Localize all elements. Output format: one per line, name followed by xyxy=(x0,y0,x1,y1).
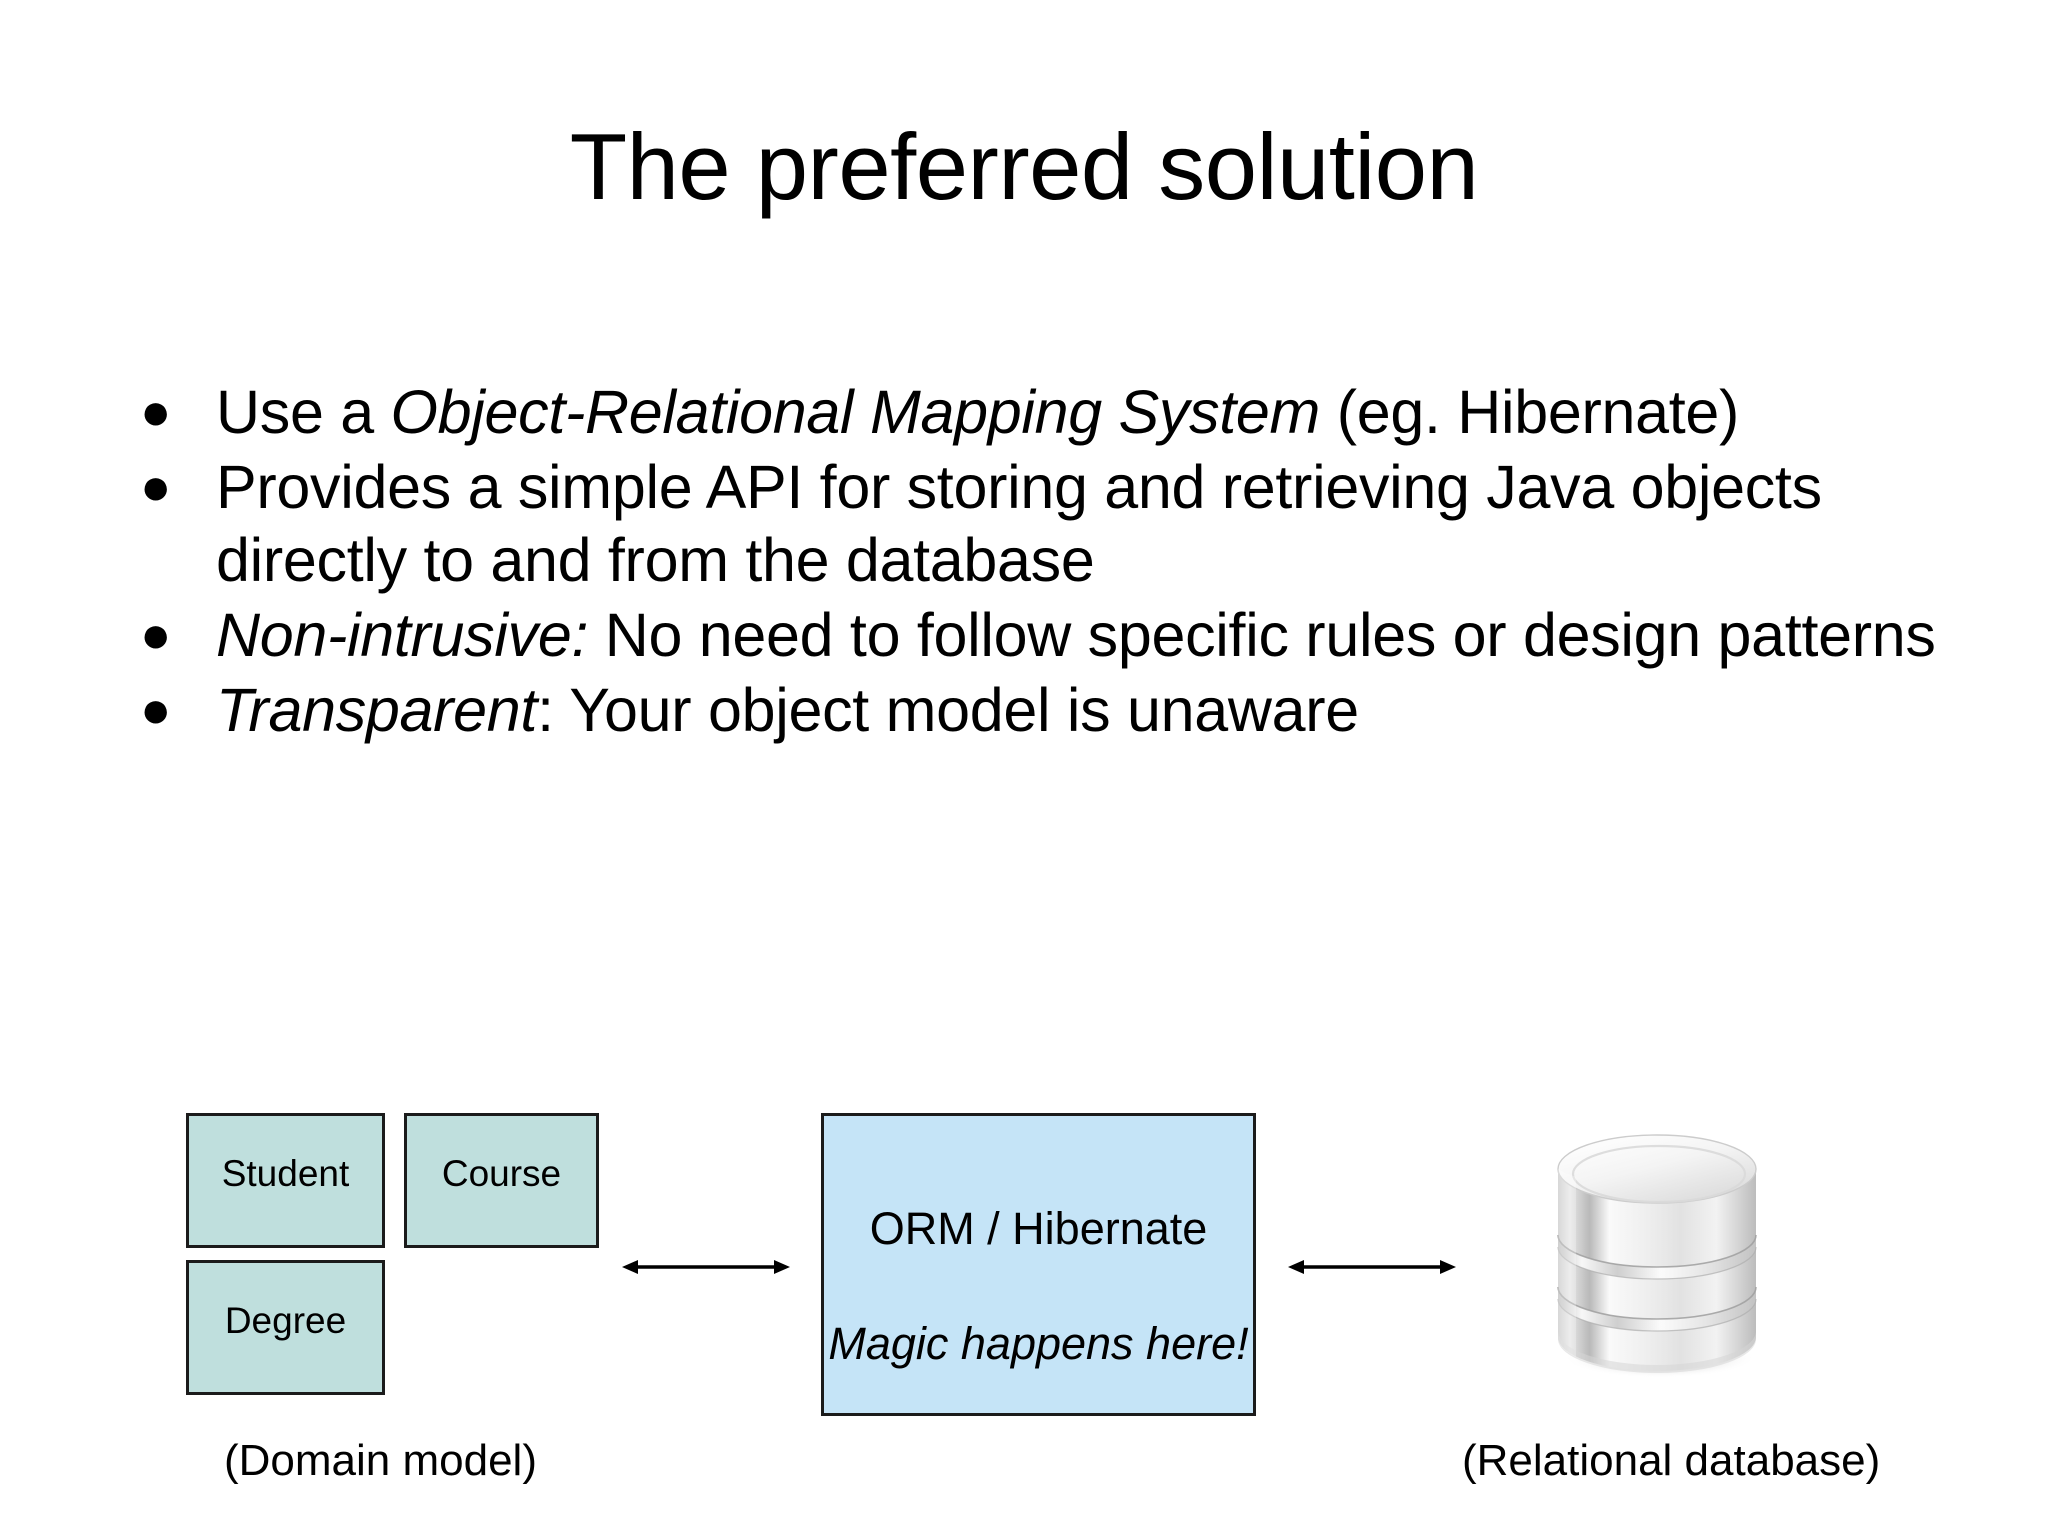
bullet-marker-icon: ● xyxy=(140,458,172,516)
domain-box-student: Student xyxy=(186,1113,385,1248)
text-run-italic: Transparent xyxy=(216,676,538,744)
domain-box-label: Course xyxy=(441,1153,562,1194)
list-item-text: Provides a simple API for storing and re… xyxy=(216,451,1964,597)
text-run-italic: Object-Relational Mapping System xyxy=(390,378,1321,446)
list-item: ● Use a Object-Relational Mapping System… xyxy=(122,376,1964,449)
bullet-marker-icon: ● xyxy=(140,606,172,664)
bullet-marker-icon: ● xyxy=(140,681,172,739)
list-item: ● Non-intrusive: No need to follow speci… xyxy=(122,599,1964,672)
bullet-marker-icon: ● xyxy=(140,383,172,441)
page-title: The preferred solution xyxy=(569,114,1479,219)
orm-box-title: ORM / Hibernate xyxy=(869,1203,1208,1255)
arrow-domain-to-orm-icon xyxy=(622,1254,790,1280)
text-run: Provides a simple API for storing and re… xyxy=(216,453,1822,594)
domain-box-degree: Degree xyxy=(186,1260,385,1395)
list-item: ● Transparent: Your object model is unaw… xyxy=(122,674,1964,747)
domain-box-label: Student xyxy=(221,1153,350,1194)
list-item-text: Use a Object-Relational Mapping System (… xyxy=(216,376,1964,449)
domain-box-label: Degree xyxy=(224,1300,347,1341)
text-run: Use a xyxy=(216,378,391,446)
domain-box-course: Course xyxy=(404,1113,599,1248)
orm-hibernate-box: ORM / Hibernate Magic happens here! xyxy=(821,1113,1256,1416)
caption-domain-model: (Domain model) xyxy=(224,1436,537,1485)
text-run: : Your object model is unaware xyxy=(537,676,1359,744)
caption-relational-database: (Relational database) xyxy=(1462,1436,1881,1485)
text-run: (eg. Hibernate) xyxy=(1320,378,1740,446)
list-item: ● Provides a simple API for storing and … xyxy=(122,451,1964,597)
orm-box-subtitle: Magic happens here! xyxy=(828,1318,1249,1370)
bullet-list: ● Use a Object-Relational Mapping System… xyxy=(122,376,1964,749)
orm-architecture-diagram: Student Course Degree ORM / Hibernate Ma… xyxy=(0,1095,2048,1536)
list-item-text: Non-intrusive: No need to follow specifi… xyxy=(216,599,1964,672)
text-run: No need to follow specific rules or desi… xyxy=(588,601,1936,669)
list-item-text: Transparent: Your object model is unawar… xyxy=(216,674,1964,747)
database-cylinder-icon xyxy=(1542,1125,1772,1385)
text-run-italic: Non-intrusive: xyxy=(216,601,589,669)
arrow-orm-to-database-icon xyxy=(1288,1254,1456,1280)
